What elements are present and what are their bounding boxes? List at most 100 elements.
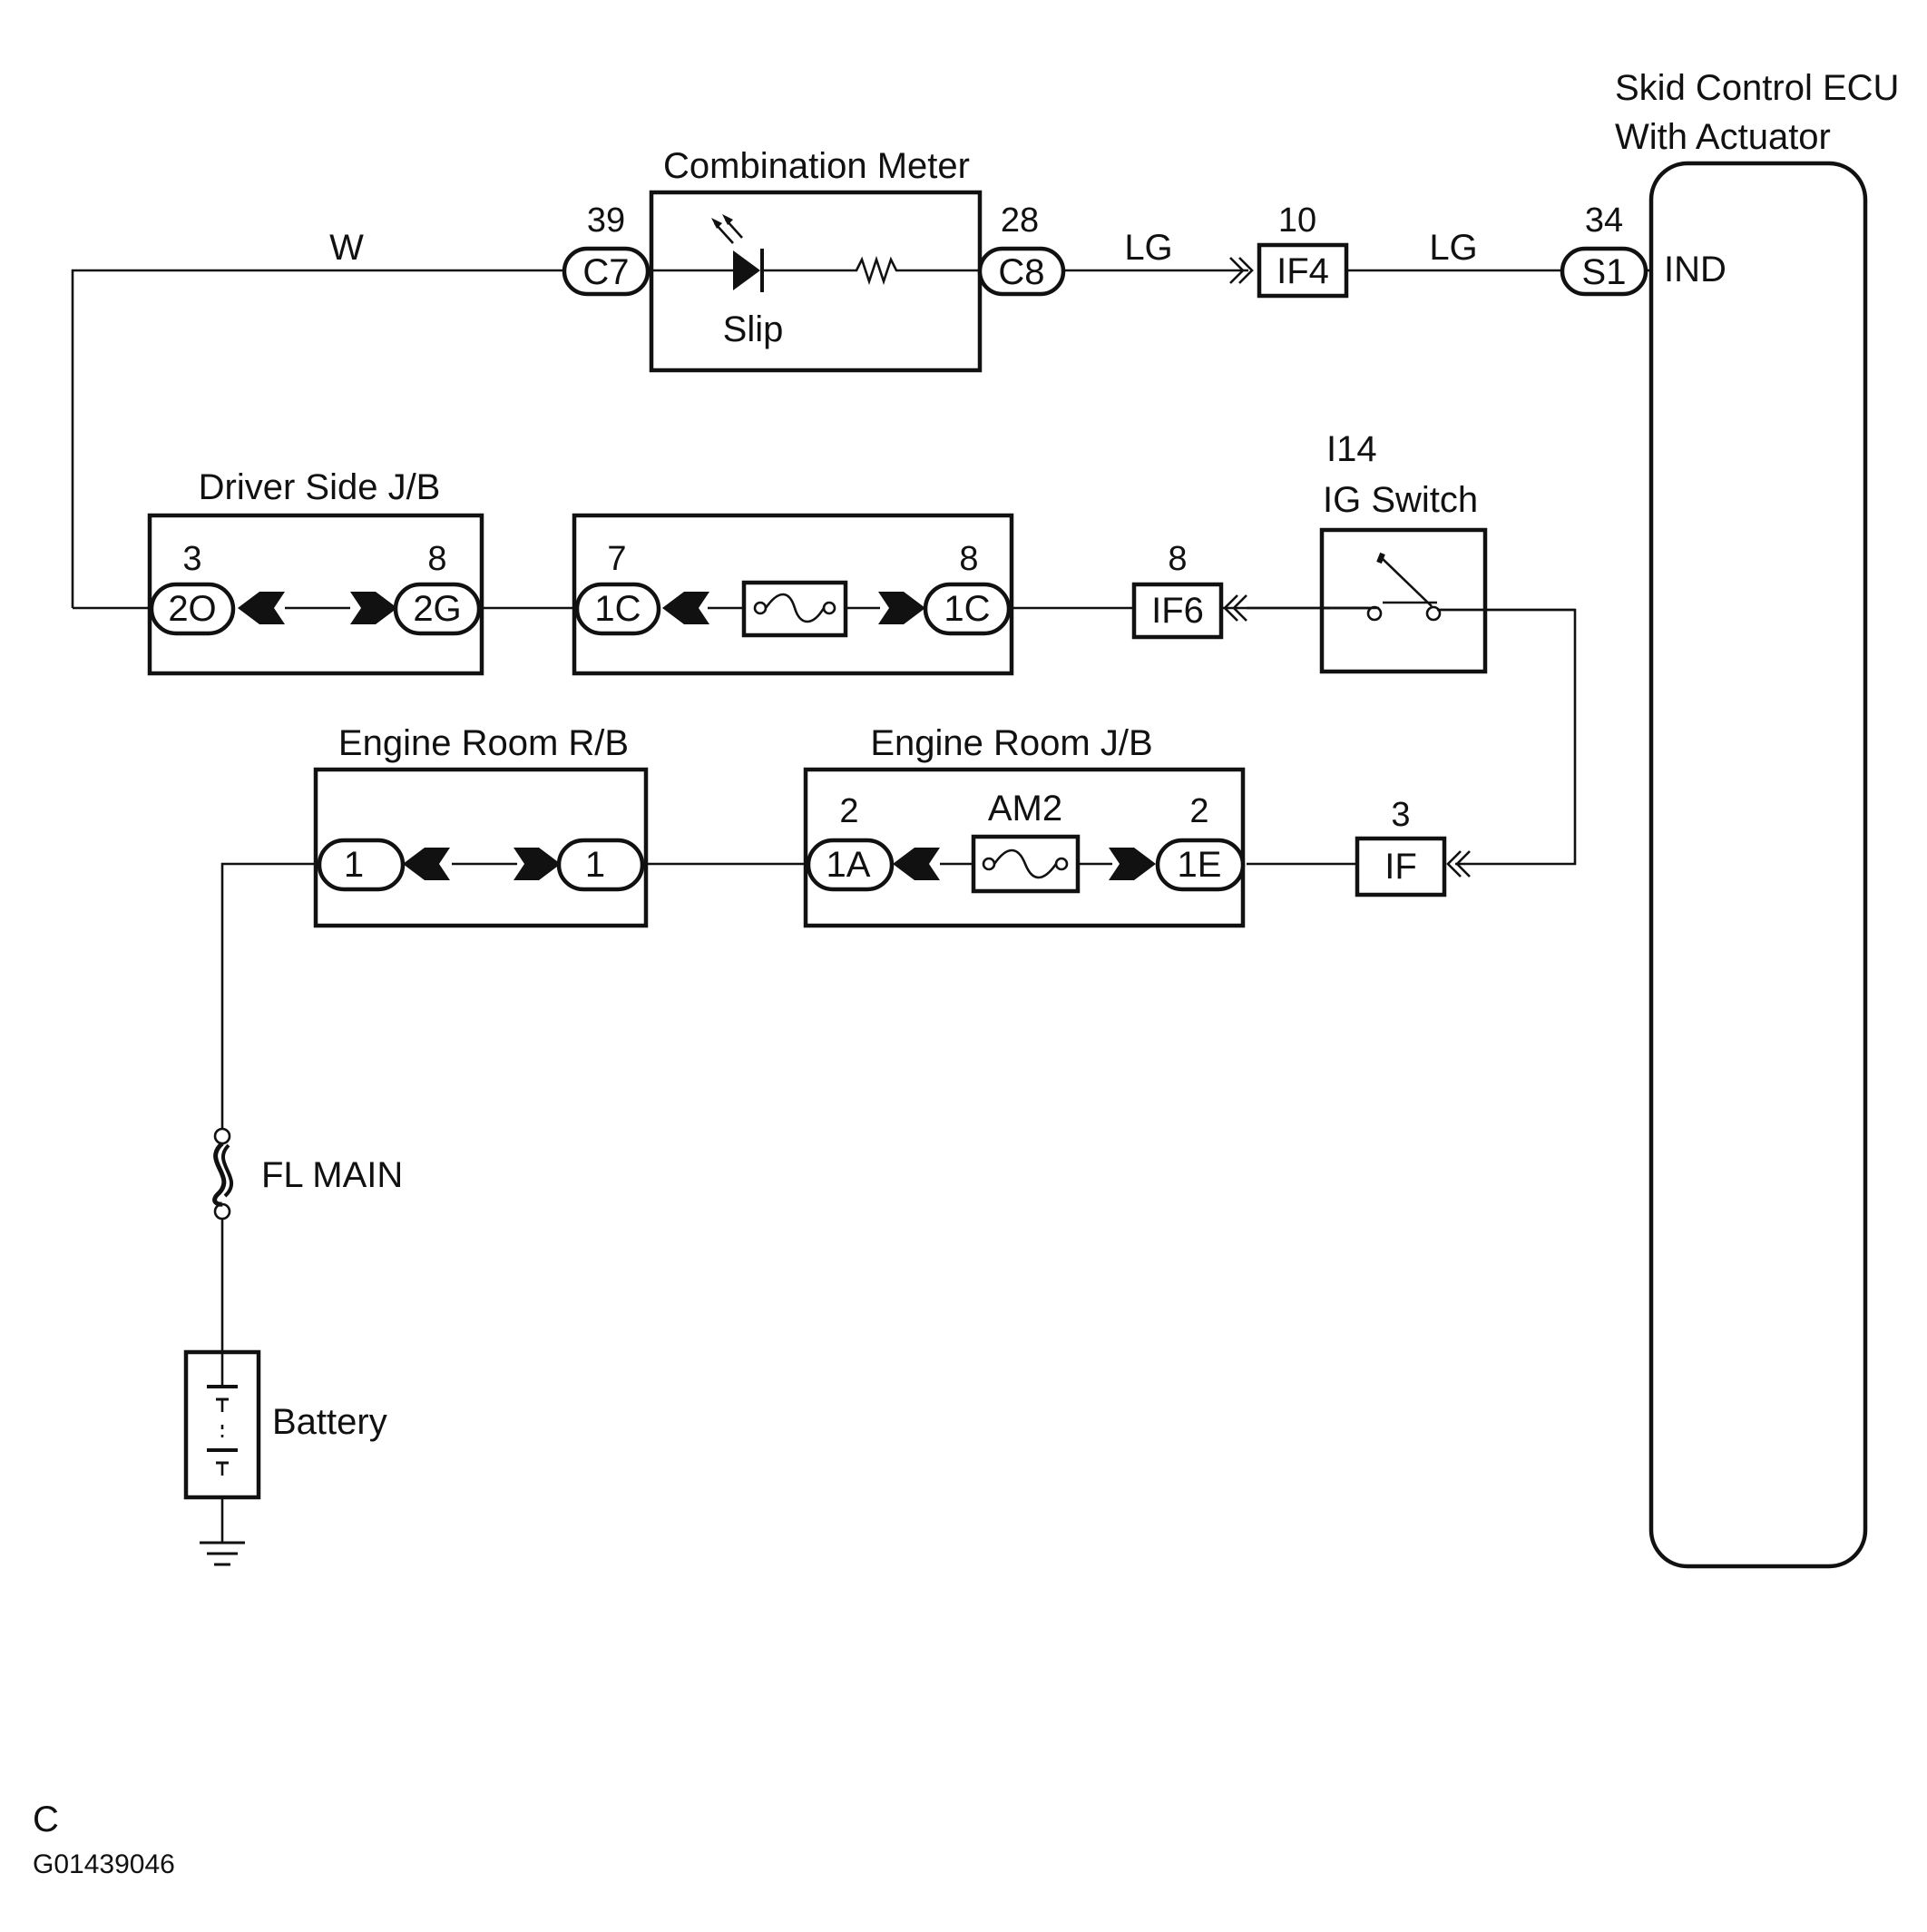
slip-indicator-led-icon — [711, 214, 764, 292]
engine-room-rb-title: Engine Room R/B — [338, 723, 629, 763]
connector-if-box — [1355, 836, 1447, 897]
plug-arrow-icon — [1446, 850, 1462, 878]
connector-c8-code: C8 — [998, 252, 1044, 292]
connector-2g-code: 2G — [413, 589, 461, 629]
ecu-body — [1648, 161, 1868, 1569]
ecu-terminal-pin: 34 — [1585, 201, 1623, 240]
connector-if6-pin: 8 — [1168, 540, 1187, 578]
connector-if-pin: 3 — [1391, 796, 1410, 834]
ig-switch-title: IG Switch — [1323, 480, 1478, 520]
ground-icon — [200, 1541, 245, 1566]
battery: Battery — [183, 1349, 387, 1500]
footer-letter: C — [33, 1800, 59, 1839]
connector-if4-box — [1257, 242, 1349, 299]
terminal-arrow-icon — [514, 848, 561, 880]
ecu-terminal-name: IND — [1664, 250, 1726, 289]
resistor-icon — [851, 255, 900, 286]
driver-jb-right-pin: 8 — [427, 540, 446, 578]
switch-lever-icon — [1380, 556, 1433, 607]
engine-room-jb: Engine Room J/B 2 1A AM2 2 1E — [803, 723, 1246, 928]
wire-battery-feed — [220, 862, 319, 1136]
engine-room-rb: Engine Room R/B 1 1 — [313, 723, 649, 928]
connector-1e — [1155, 838, 1246, 892]
connector-rb-1-right-code: 1 — [585, 845, 605, 885]
slip-lamp-label: Slip — [723, 309, 784, 349]
wire-label-w: W — [329, 228, 364, 268]
fl-main-fusible-link: FL MAIN — [212, 1127, 403, 1221]
connector-if6: 8 IF6 — [1131, 540, 1247, 640]
wires — [71, 269, 1651, 1543]
terminal-arrow-icon — [350, 592, 397, 624]
ig-switch-box — [1319, 527, 1488, 674]
combination-meter: Combination Meter 39 C7 28 C8 Slip — [562, 146, 1066, 373]
connector-1c-left-code: 1C — [594, 589, 641, 629]
terminal-arrow-icon — [1109, 848, 1156, 880]
wire-w — [71, 269, 562, 608]
connector-if4: 10 IF4 — [1229, 201, 1349, 299]
combination-meter-title: Combination Meter — [663, 146, 970, 186]
ig-switch-code: I14 — [1326, 429, 1377, 469]
engine-room-rb-box — [313, 767, 649, 928]
connector-s1 — [1560, 246, 1648, 297]
fuse-block-right-pin: 8 — [959, 540, 978, 578]
connector-c8 — [977, 246, 1066, 297]
connector-if4-pin: 10 — [1278, 201, 1316, 240]
engine-jb-left-pin: 2 — [839, 792, 858, 830]
switch-contact-icon — [1425, 605, 1442, 622]
connector-1c-right-code: 1C — [944, 589, 990, 629]
connector-if: 3 IF — [1355, 796, 1471, 897]
wire-label-lg-2: LG — [1429, 228, 1477, 268]
meter-out-pin: 28 — [1001, 201, 1039, 240]
connector-rb-1-right — [556, 838, 645, 892]
terminal-arrow-icon — [403, 848, 450, 880]
connector-if4-code: IF4 — [1277, 251, 1329, 291]
terminal-arrow-icon — [878, 592, 925, 624]
terminal-arrow-icon — [238, 592, 285, 624]
connector-2o-code: 2O — [168, 589, 216, 629]
fuse-block-left-pin: 7 — [607, 540, 626, 578]
connector-1a-code: 1A — [827, 845, 871, 885]
connector-1e-code: 1E — [1178, 845, 1222, 885]
connector-s1-code: S1 — [1582, 252, 1627, 292]
engine-room-jb-box — [803, 767, 1246, 928]
connector-2o — [149, 582, 236, 636]
fl-main-label: FL MAIN — [261, 1155, 403, 1195]
connector-1a — [806, 838, 895, 892]
battery-label: Battery — [272, 1402, 387, 1442]
terminal-arrow-icon — [662, 592, 709, 624]
connector-if6-box — [1131, 582, 1224, 640]
connector-rb-1-left-code: 1 — [344, 845, 364, 885]
connector-1c-right — [923, 582, 1012, 636]
switch-contact-icon — [1366, 605, 1383, 622]
combination-meter-box — [649, 190, 983, 373]
terminal-arrow-icon — [893, 848, 940, 880]
skid-control-ecu: Skid Control ECU With Actuator 34 S1 IND — [1560, 68, 1899, 1569]
fusible-link-icon — [213, 1127, 231, 1145]
ecu-title-line2: With Actuator — [1615, 117, 1831, 157]
engine-room-jb-title: Engine Room J/B — [870, 723, 1152, 763]
ig-switch: I14 IG Switch — [1247, 429, 1575, 674]
driver-jb-left-pin: 3 — [182, 540, 201, 578]
driver-side-jb-box — [147, 513, 484, 676]
am2-fuse-label: AM2 — [988, 789, 1062, 829]
connector-if-code: IF — [1384, 847, 1417, 887]
wire-ig-to-if — [1437, 608, 1577, 866]
figure-id: G01439046 — [33, 1849, 175, 1879]
connector-2g — [393, 582, 482, 636]
connector-1c-left — [574, 582, 661, 636]
fuse-block-box — [572, 513, 1014, 676]
fuse-block: 7 1C 8 1C — [572, 513, 1014, 676]
driver-side-jb-title: Driver Side J/B — [199, 467, 441, 507]
plug-arrow-icon — [1229, 257, 1245, 284]
wire-label-lg-1: LG — [1124, 228, 1172, 268]
engine-jb-right-pin: 2 — [1189, 792, 1208, 830]
connector-rb-1-left — [317, 838, 406, 892]
plug-arrow-icon — [1223, 594, 1238, 622]
connector-c7 — [562, 246, 650, 297]
connector-c7-code: C7 — [582, 252, 629, 292]
meter-in-pin: 39 — [587, 201, 625, 240]
connector-if6-code: IF6 — [1151, 591, 1204, 631]
ecu-title-line1: Skid Control ECU — [1615, 68, 1899, 108]
driver-side-jb: Driver Side J/B 3 2O 8 2G — [147, 467, 484, 676]
